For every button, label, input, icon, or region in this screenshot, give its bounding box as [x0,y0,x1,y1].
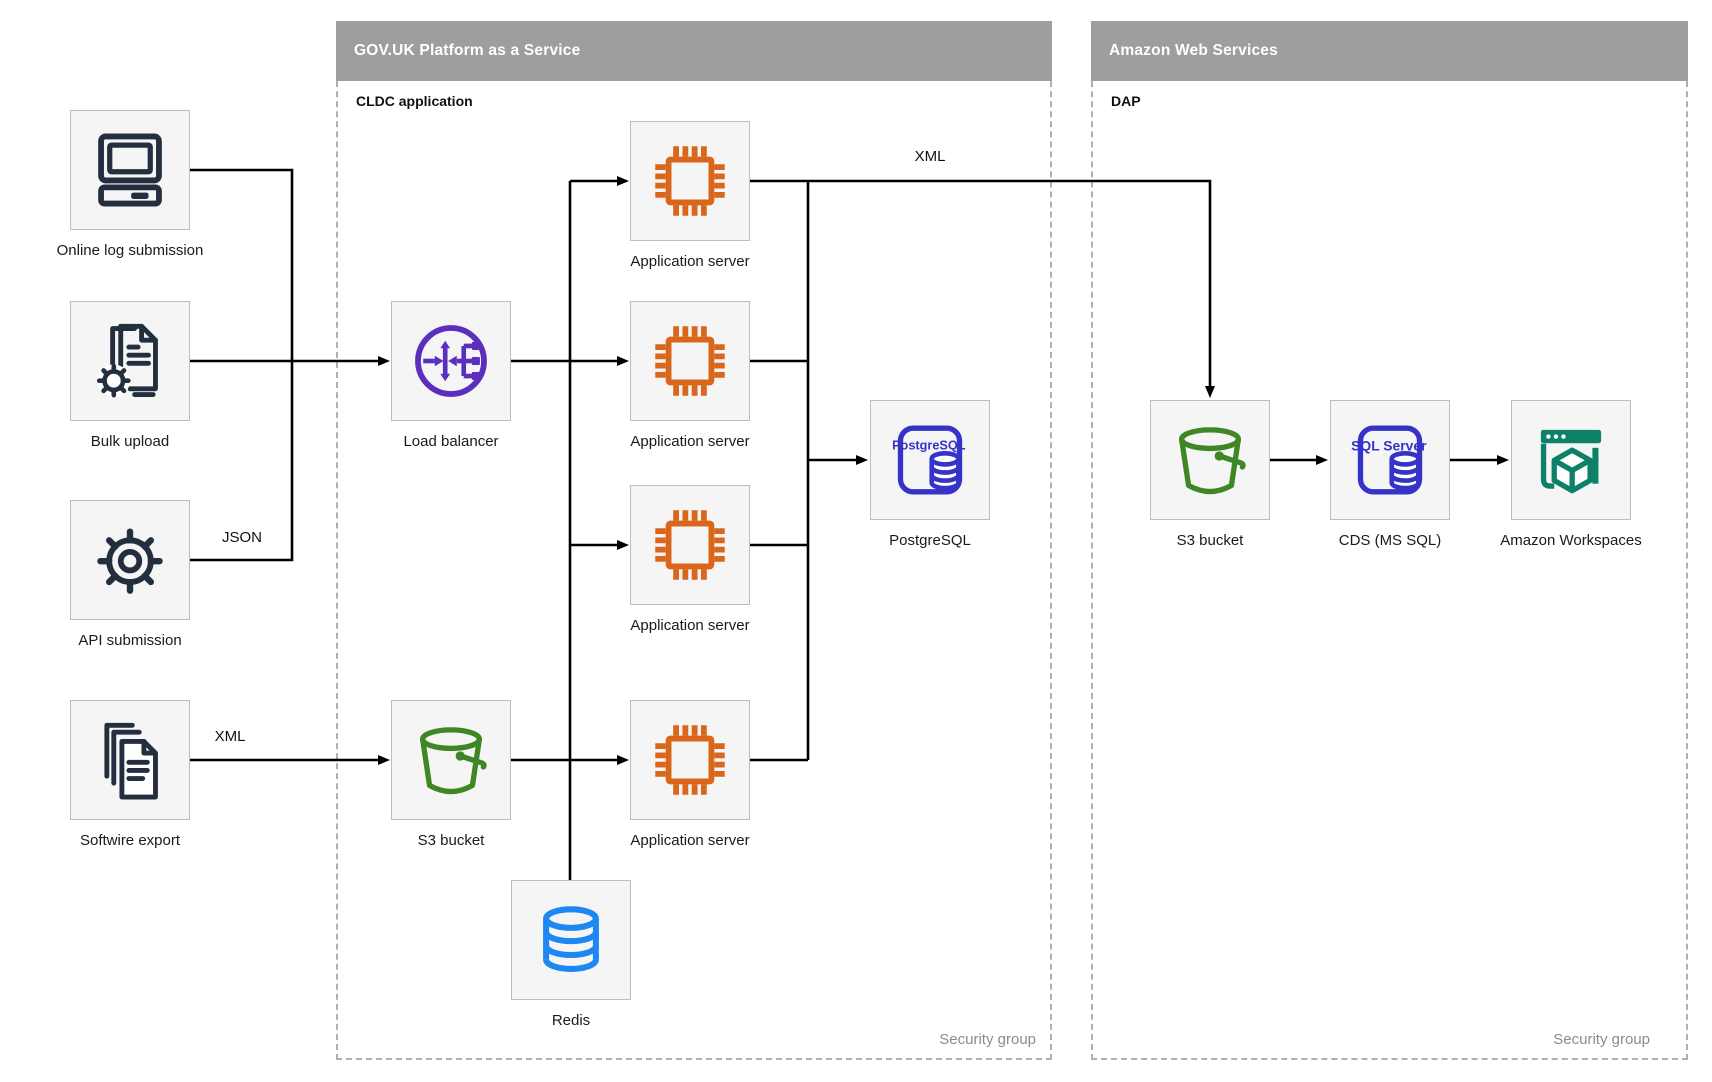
edge-label-xml-right: XML [914,148,946,165]
node-label: S3 bucket [417,832,485,849]
chip-icon [630,485,750,605]
node-redis: Redis [511,880,631,1029]
node-api-submission: API submission [70,500,190,649]
node-app-server-1: Application server [630,121,750,270]
gear-icon [70,500,190,620]
load-balancer-icon [391,301,511,421]
paas-header: GOV.UK Platform as a Service [336,21,1052,81]
node-app-server-3: Application server [630,485,750,634]
node-label: Application server [630,433,750,450]
node-load-balancer: Load balancer [391,301,511,450]
edge-label-xml-left: XML [214,728,246,745]
node-label: Application server [630,617,750,634]
node-online-log-submission: Online log submission [57,110,203,259]
node-app-server-2: Application server [630,301,750,450]
sql-server-badge-text: SQL Server [1351,438,1427,454]
paas-security-group-label: Security group [939,1031,1036,1048]
node-postgresql: PostgreSQL PostgreSQL [870,400,990,549]
node-cds-mssql: SQL Server CDS (MS SQL) [1330,400,1450,549]
paas-sublabel: CLDC application [356,93,473,109]
paas-container: GOV.UK Platform as a Service CLDC applic… [336,21,1052,1060]
aws-container: Amazon Web Services DAP Security group [1091,21,1688,1060]
node-label: Online log submission [56,242,204,259]
node-label: Application server [630,832,750,849]
chip-icon [630,700,750,820]
node-label: CDS (MS SQL) [1338,532,1442,549]
node-amazon-workspaces: Amazon Workspaces [1500,400,1642,549]
chip-icon [630,301,750,421]
workspaces-icon [1511,400,1631,520]
node-label: Bulk upload [90,433,170,450]
postgresql-badge-text: PostgreSQL [892,438,966,453]
node-label: Redis [551,1012,591,1029]
node-label: S3 bucket [1176,532,1244,549]
node-app-server-4: Application server [630,700,750,849]
node-s3-bucket-paas: S3 bucket [391,700,511,849]
bucket-icon [391,700,511,820]
node-s3-bucket-aws: S3 bucket [1150,400,1270,549]
documents-icon [70,700,190,820]
edge-label-json: JSON [221,529,262,546]
aws-sublabel: DAP [1111,93,1141,109]
node-bulk-upload: Bulk upload [70,301,190,450]
aws-header: Amazon Web Services [1091,21,1688,81]
node-label: Softwire export [79,832,181,849]
node-label: API submission [78,632,182,649]
computer-icon [70,110,190,230]
database-icon [511,880,631,1000]
node-softwire-export: Softwire export [70,700,190,849]
sql-server-icon: SQL Server [1330,400,1450,520]
node-label: PostgreSQL [889,532,971,549]
chip-icon [630,121,750,241]
bucket-icon [1150,400,1270,520]
document-gear-icon [70,301,190,421]
node-label: Application server [630,253,750,270]
node-label: Amazon Workspaces [1500,532,1642,549]
postgresql-icon: PostgreSQL [870,400,990,520]
aws-security-group-label: Security group [1553,1031,1650,1048]
node-label: Load balancer [403,433,499,450]
